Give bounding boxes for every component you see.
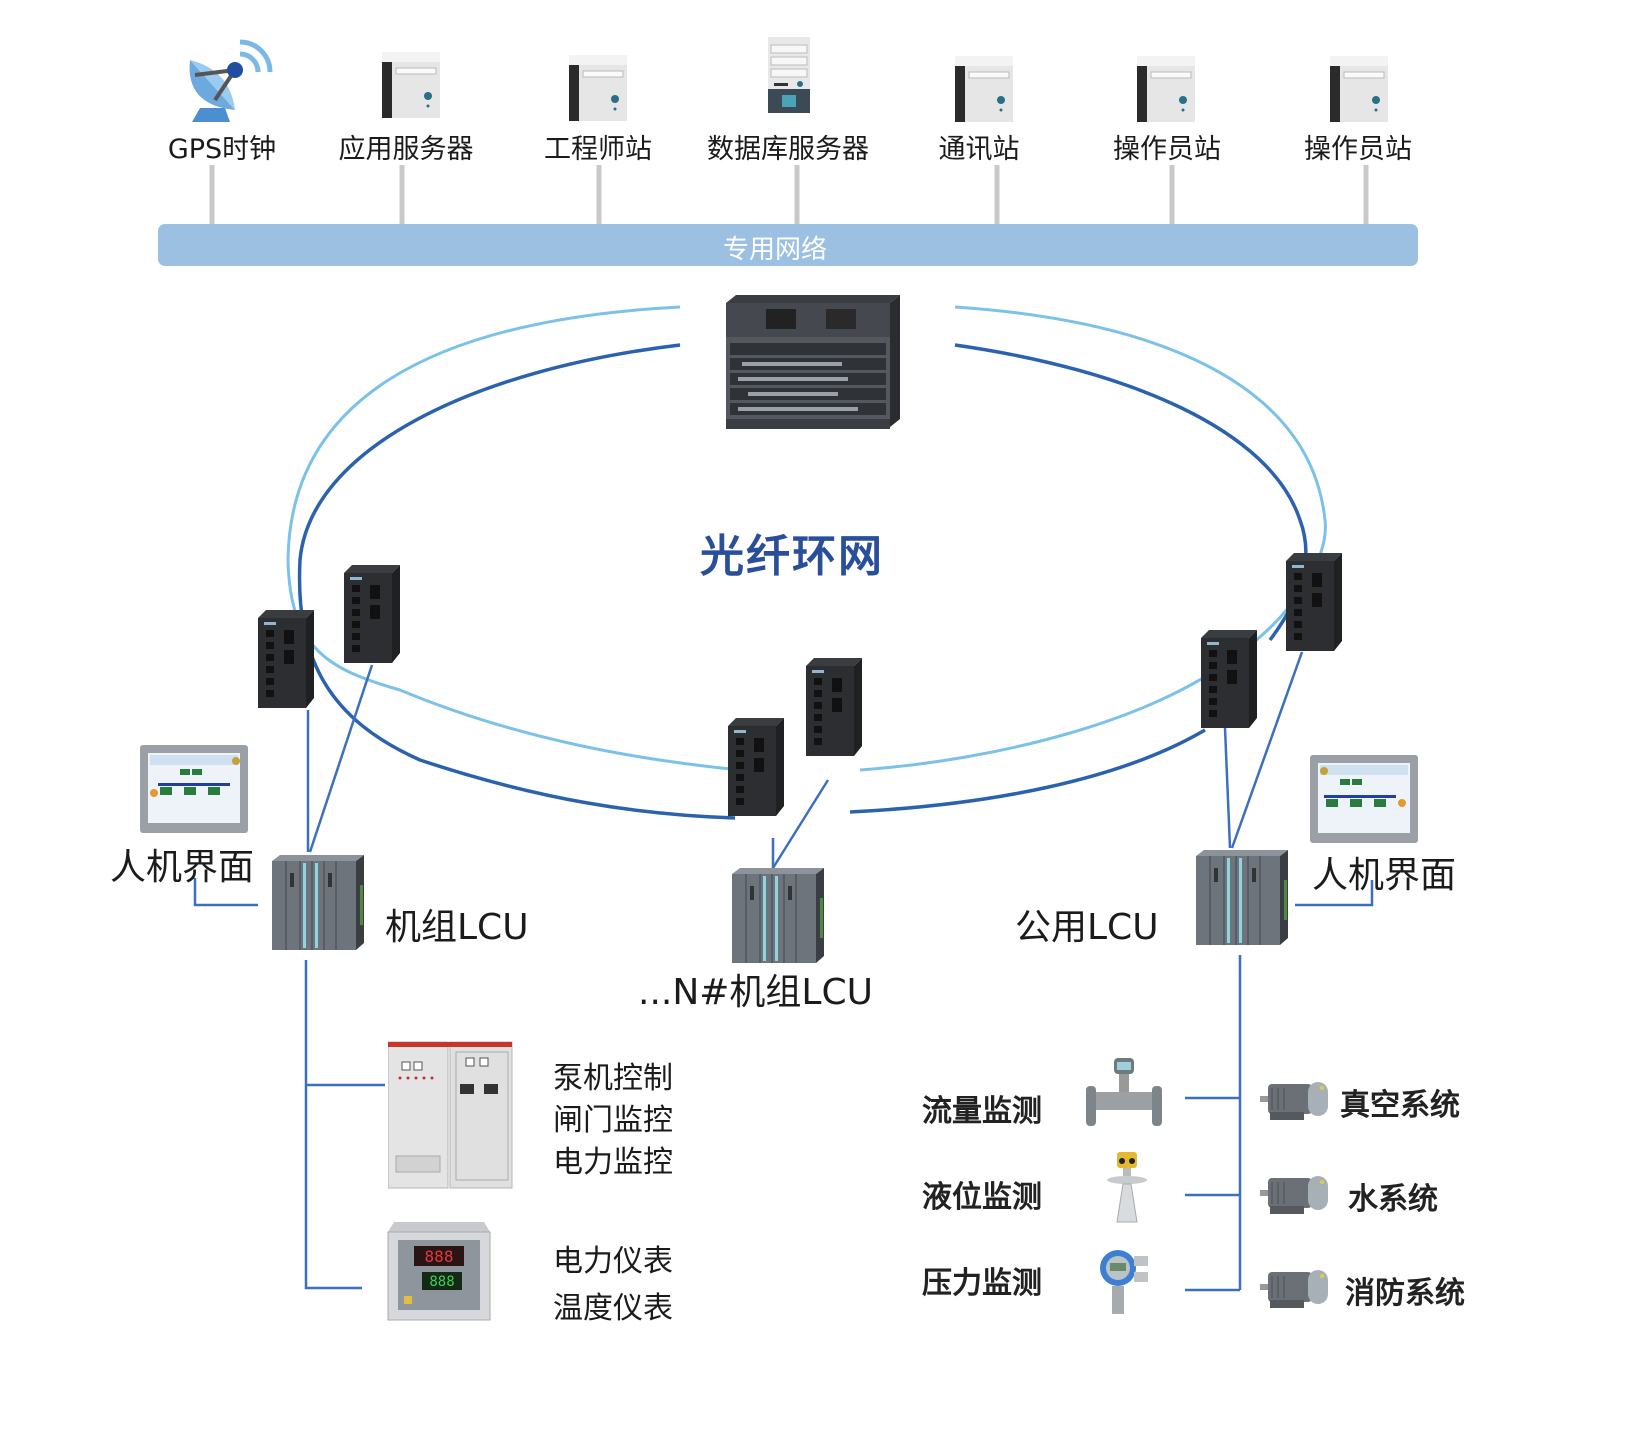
motor-icon [1260, 1176, 1328, 1214]
unit-lcu[interactable] [272, 855, 368, 950]
plc-rack-icon [732, 868, 824, 963]
ring-switch-3[interactable] [722, 718, 788, 818]
function-label: 泵机控制 [553, 1061, 673, 1096]
motor-icon [1260, 1082, 1328, 1120]
database-server-icon [768, 37, 810, 113]
ring-switch-1[interactable] [252, 610, 318, 710]
fire-system-motor[interactable] [1260, 1266, 1330, 1310]
server-tower-icon [1330, 56, 1388, 122]
flow-meter-icon [1086, 1058, 1162, 1126]
function-label: 电力监控 [553, 1145, 673, 1180]
vacuum-system-motor[interactable] [1260, 1078, 1330, 1122]
radar-level-sensor-icon [1107, 1152, 1147, 1223]
device-label: 操作员站 [1304, 134, 1412, 165]
unit-lcu-label: 机组LCU [385, 907, 529, 948]
system-label: 水系统 [1348, 1182, 1438, 1217]
communication-station[interactable] [955, 56, 1013, 122]
motor-icon [1260, 1270, 1328, 1308]
hmi-panel-left[interactable] [140, 745, 248, 833]
digital-meter[interactable]: 888 888 [386, 1222, 492, 1322]
water-system-motor[interactable] [1260, 1172, 1330, 1216]
public-lcu-label: 公用LCU [1015, 907, 1159, 948]
sensor-label: 流量监测 [922, 1094, 1042, 1129]
core-switch[interactable] [718, 295, 913, 435]
fiber-ring-title: 光纤环网 [700, 531, 884, 582]
industrial-switch-icon [1201, 630, 1257, 728]
device-drop-lines [209, 165, 1369, 225]
engineer-station[interactable] [569, 55, 627, 121]
control-cabinet[interactable] [387, 1038, 516, 1190]
operator-station-2[interactable] [1330, 56, 1388, 122]
function-label: 温度仪表 [553, 1291, 673, 1326]
function-label: 闸门监控 [553, 1103, 673, 1138]
sensor-label: 液位监测 [922, 1180, 1042, 1215]
pressure-transmitter-icon [1100, 1250, 1148, 1314]
cabinet-functions: 泵机控制 闸门监控 电力监控 [553, 1058, 673, 1184]
lcu-link-lines [193, 651, 1374, 1292]
server-tower-icon [569, 55, 627, 121]
device-label: 通讯站 [938, 134, 1020, 165]
device-label: 应用服务器 [338, 134, 474, 165]
meter-functions: 电力仪表 温度仪表 [553, 1238, 673, 1332]
system-label: 消防系统 [1345, 1276, 1465, 1311]
pressure-transmitter[interactable] [1098, 1248, 1152, 1316]
device-label: 数据库服务器 [707, 134, 869, 165]
flow-meter[interactable] [1086, 1058, 1162, 1130]
server-tower-icon [382, 52, 440, 118]
n-unit-lcu[interactable] [732, 868, 828, 963]
hmi-label-right: 人机界面 [1312, 855, 1457, 896]
device-label: 操作员站 [1113, 134, 1221, 165]
core-switch-chassis-icon [726, 295, 900, 429]
svg-text:888: 888 [425, 1247, 454, 1266]
svg-text:888: 888 [429, 1274, 454, 1290]
database-server[interactable] [768, 37, 810, 113]
system-label: 真空系统 [1340, 1088, 1460, 1123]
ring-switch-2[interactable] [338, 565, 404, 665]
industrial-switch-icon [728, 718, 784, 816]
satellite-dish-icon [189, 39, 273, 122]
plc-rack-icon [1196, 850, 1288, 945]
device-label: GPS时钟 [167, 134, 277, 165]
function-label: 电力仪表 [553, 1244, 673, 1279]
operator-station-1[interactable] [1137, 56, 1195, 122]
network-bus-label: 专用网络 [723, 235, 828, 265]
industrial-switch-icon [344, 565, 400, 663]
hmi-panel-right[interactable] [1310, 755, 1418, 843]
n-unit-lcu-label: ...N#机组LCU [638, 972, 873, 1013]
plc-rack-icon [272, 855, 364, 950]
private-network-bus: 专用网络 [158, 224, 1418, 266]
device-label: 工程师站 [544, 134, 652, 165]
public-lcu[interactable] [1196, 850, 1292, 945]
ring-switch-4[interactable] [800, 658, 866, 758]
application-server[interactable] [382, 52, 440, 118]
hmi-touchscreen-icon [1310, 755, 1418, 843]
industrial-switch-icon [1286, 553, 1342, 651]
server-tower-icon [1137, 56, 1195, 122]
hmi-label-left: 人机界面 [110, 847, 255, 888]
radar-level-sensor[interactable] [1105, 1152, 1149, 1224]
industrial-switch-icon [806, 658, 862, 756]
digital-meter-icon: 888 888 [387, 1222, 491, 1321]
sensor-label: 压力监测 [922, 1266, 1042, 1301]
control-cabinet-icon [387, 1041, 513, 1189]
ring-switch-5[interactable] [1195, 630, 1261, 730]
ring-switch-6[interactable] [1280, 553, 1346, 653]
hmi-touchscreen-icon [140, 745, 248, 833]
server-tower-icon [955, 56, 1013, 122]
industrial-switch-icon [258, 610, 314, 708]
gps-clock-device[interactable] [180, 30, 280, 125]
